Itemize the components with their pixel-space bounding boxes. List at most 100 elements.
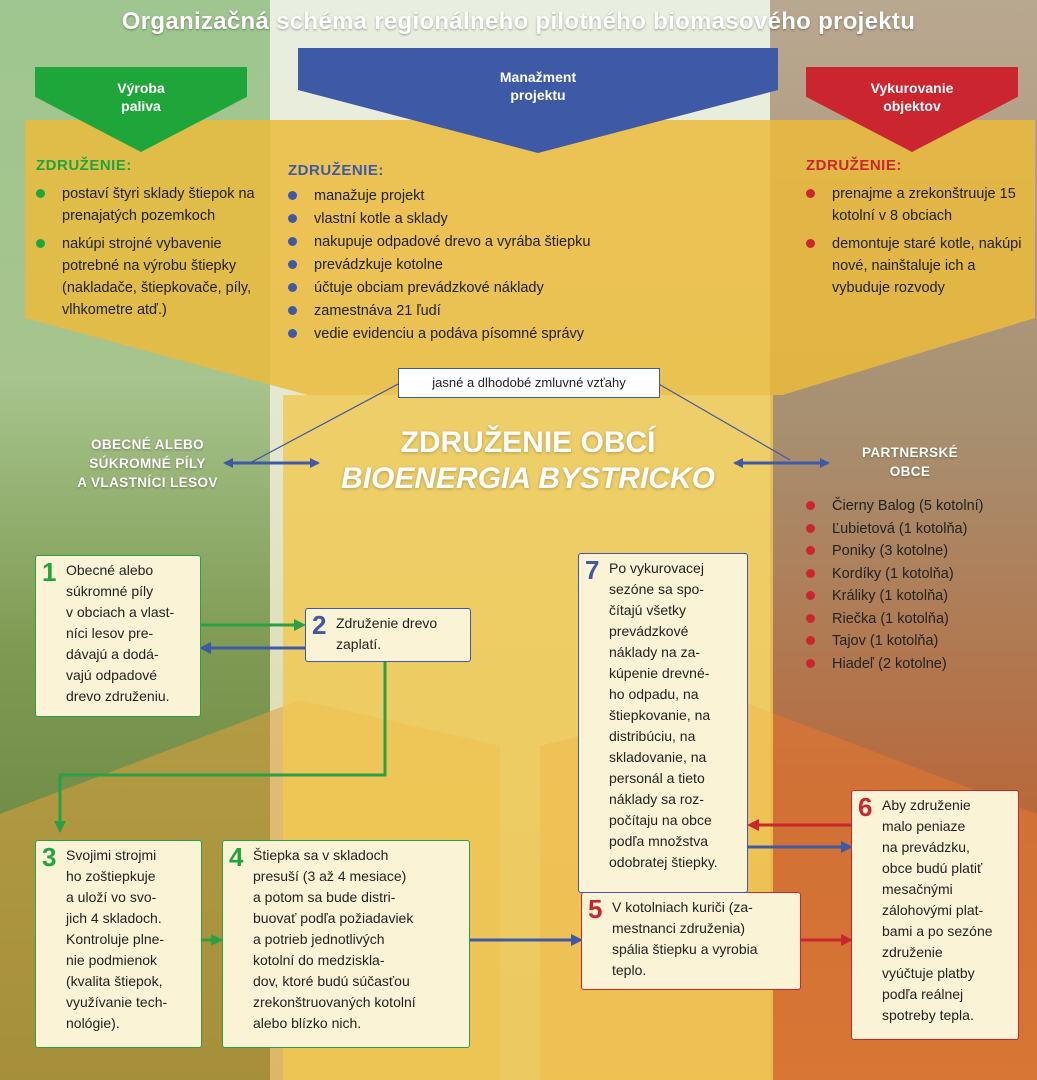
- list-item: nakupuje odpadové drevo a vyrába štiepku: [286, 231, 686, 253]
- list-item-text: Ľubietová (1 kotolňa): [832, 520, 968, 537]
- list-item: zamestnáva 21 ľudí: [286, 300, 686, 322]
- list-item: Králiky (1 kotolňa): [804, 585, 1029, 608]
- step-line: bami a po sezóne: [882, 923, 993, 939]
- step-5-box: 5 V kotolniach kuriči (za- mestnanci zdr…: [581, 892, 801, 990]
- step-line: personál a tieto: [609, 770, 705, 786]
- step-line: (kvalita štiepok,: [66, 973, 163, 989]
- step-line: vajú odpadové: [66, 667, 158, 683]
- list-item-text: Králiky (1 kotolňa): [832, 588, 949, 604]
- contract-line-right: [656, 382, 791, 461]
- banner-line: paliva: [121, 98, 161, 114]
- step-line: podľa reálnej: [882, 986, 964, 1002]
- step-line: buovať podľa požiadaviek: [253, 910, 414, 926]
- list-item-text: Hiadeľ (2 kotolne): [832, 655, 947, 672]
- list-item: Čierny Balog (5 kotolní): [804, 495, 1029, 518]
- list-item: nakúpi strojné vybavenie potrebné na výr…: [34, 233, 259, 321]
- step-line: a potom sa bude distri-: [253, 889, 396, 905]
- right-task-list: prenajme a zrekonštruuje 15 kotolní v 8 …: [804, 183, 1029, 305]
- step-line: skladovanie, na: [609, 749, 707, 765]
- bullet-icon: [806, 591, 815, 600]
- step-line: v obciach a vlast-: [66, 604, 175, 620]
- list-item: Ľubietová (1 kotolňa): [804, 518, 1029, 541]
- step-line: Kontroluje plne-: [66, 931, 165, 947]
- step-line: kotolní do medziskla-: [253, 952, 385, 968]
- list-item-text: nakúpi strojné vybavenie potrebné na výr…: [62, 236, 252, 318]
- bullet-icon: [36, 189, 45, 198]
- list-item-text: Riečka (1 kotolňa): [832, 610, 949, 627]
- bullet-icon: [288, 283, 297, 292]
- list-item: účtuje obciam prevádzkové náklady: [286, 277, 686, 299]
- bullet-icon: [288, 306, 297, 315]
- list-item-text: Tajov (1 kotolňa): [832, 633, 939, 649]
- step-1-box: 1 Obecné alebo súkromné píly v obciach a…: [35, 555, 201, 717]
- banner-line: Vykurovanie: [870, 80, 954, 96]
- bullet-icon: [806, 501, 815, 510]
- step-line: teplo.: [612, 962, 647, 978]
- bullet-icon: [806, 613, 815, 623]
- step-line: náklady na za-: [609, 644, 701, 660]
- organization-line: ZDRUŽENIE OBCÍ: [400, 426, 656, 459]
- list-item-text: manažuje projekt: [314, 188, 425, 204]
- step-line: obce budú platiť: [882, 860, 983, 876]
- step-7-box: 7 Po vykurovacej sezóne sa spo- čítajú v…: [578, 553, 748, 893]
- step-line: nológie).: [66, 1015, 120, 1031]
- step-number: 5: [588, 894, 603, 924]
- label-line: SÚKROMNÉ PÍLY: [89, 456, 206, 471]
- banner-line: Manažment: [499, 69, 577, 85]
- bullet-icon: [288, 214, 297, 223]
- step-line: využívanie tech-: [66, 994, 168, 1010]
- step-line: na prevádzku,: [882, 839, 970, 855]
- step-line: zaplatí.: [336, 636, 382, 652]
- list-item-text: vlastní kotle a sklady: [314, 211, 448, 227]
- list-item-text: zamestnáva 21 ľudí: [314, 303, 441, 319]
- step-line: a uloží vo svo-: [66, 889, 157, 905]
- step-line: Aby združenie: [882, 797, 971, 813]
- list-item-text: účtuje obciam prevádzkové náklady: [314, 280, 544, 296]
- step-number: 4: [229, 842, 244, 872]
- banner-line: objektov: [883, 98, 941, 114]
- step-line: alebo blízko nich.: [253, 1015, 362, 1031]
- step-line: Združenie drevo: [336, 615, 438, 631]
- label-line: OBCE: [889, 464, 931, 479]
- step-6-box: 6 Aby združenie malo peniaze na prevádzk…: [851, 790, 1019, 1040]
- step-line: dávajú a dodá-: [66, 646, 159, 662]
- list-item-text: Kordíky (1 kotolňa): [832, 565, 954, 582]
- label-line: PARTNERSKÉ: [861, 445, 958, 460]
- list-item: Tajov (1 kotolňa): [804, 630, 1029, 653]
- step-line: štiepkovanie, na: [609, 707, 711, 723]
- step-line: níci lesov pre-: [66, 625, 154, 641]
- bullet-icon: [806, 523, 815, 533]
- list-item-text: prevádzkuje kotolne: [314, 257, 443, 273]
- diagram-title: Organizačná schéma regionálneho pilotnéh…: [121, 8, 916, 35]
- step-line: Svojimi strojmi: [66, 847, 157, 863]
- bullet-icon: [806, 568, 815, 578]
- step-line: ho zoštiepkuje: [66, 868, 156, 884]
- left-task-list: postaví štyri sklady štiepok na prenajat…: [34, 183, 259, 327]
- step-line: prevádzkové: [609, 623, 689, 639]
- step-line: a potrieb jednotlivých: [253, 931, 385, 947]
- step-line: mesačnými: [882, 881, 953, 897]
- step-line: malo peniaze: [882, 818, 966, 834]
- label-line: A VLASTNÍCI LESOV: [77, 475, 218, 490]
- step-line: zrekonštruovaných kotolní: [253, 994, 416, 1010]
- list-item: manažuje projekt: [286, 185, 686, 207]
- label-line: OBECNÉ ALEBO: [90, 437, 205, 452]
- step-line: spotreby tepla.: [882, 1007, 974, 1023]
- list-item-text: Čierny Balog (5 kotolní): [832, 498, 984, 514]
- step-number: 6: [858, 792, 873, 822]
- bullet-icon: [806, 658, 815, 668]
- tasks-band: [25, 120, 1035, 395]
- step-line: Po vykurovacej: [609, 560, 704, 576]
- step-line: vyúčtuje platby: [882, 965, 975, 981]
- step-number: 1: [42, 557, 57, 587]
- list-item: prenajme a zrekonštruuje 15 kotolní v 8 …: [804, 183, 1029, 227]
- banner-line: projektu: [510, 87, 566, 103]
- bullet-icon: [36, 239, 45, 248]
- step-line: mestnanci združenia): [612, 920, 746, 936]
- center-heading: ZDRUŽENIE:: [288, 162, 384, 179]
- arrow-2-to-3: [54, 662, 387, 833]
- step-line: presuší (3 až 4 mesiace): [253, 868, 407, 884]
- step-line: Obecné alebo: [66, 562, 154, 578]
- bullet-icon: [288, 329, 297, 338]
